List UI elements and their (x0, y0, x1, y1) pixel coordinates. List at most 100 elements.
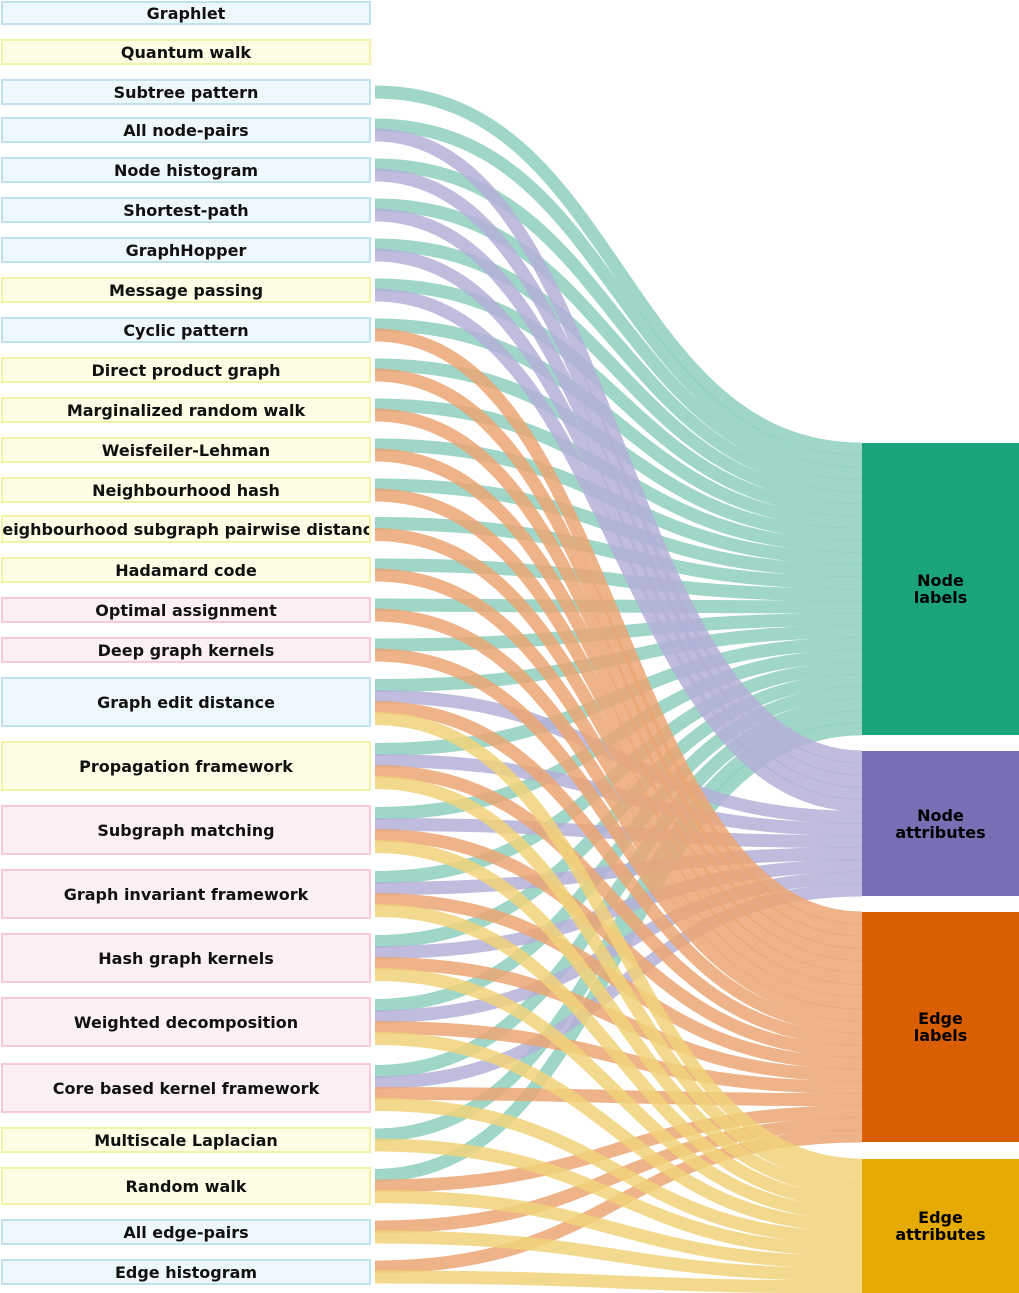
flow-neighbourhood-subgraph-pairwise-distance-to-el (374, 528, 863, 986)
flow-multiscale-laplacian-to-ea (374, 1138, 863, 1257)
flow-shortest-path-to-nl (374, 198, 863, 493)
kernel-graph-edit-distance: Graph edit distance (1, 677, 371, 727)
flow-graph-edit-distance-to-el (374, 701, 863, 1034)
kernel-weighted-decomposition: Weighted decomposition (1, 997, 371, 1047)
kernel-hadamard-code: Hadamard code (1, 557, 371, 583)
flow-deep-graph-kernels-to-el (374, 648, 863, 1022)
kernel-label: Edge histogram (114, 1262, 258, 1282)
flow-graph-edit-distance-to-ea (374, 712, 863, 1172)
kernel-node-histogram: Node histogram (1, 157, 371, 183)
flow-all-node-pairs-to-nl (374, 118, 863, 468)
kernel-label: Random walk (125, 1176, 247, 1196)
kernel-label: Shortest-path (123, 200, 249, 220)
flow-all-node-pairs-to-na (374, 128, 863, 764)
kernel-message-passing: Message passing (1, 277, 371, 303)
kernel-random-walk: Random walk (1, 1167, 371, 1205)
flow-weisfeiler-lehman-to-el (374, 448, 863, 961)
flow-message-passing-to-na (374, 288, 863, 812)
kernel-hash-graph-kernels: Hash graph kernels (1, 933, 371, 983)
flow-optimal-assignment-to-el (374, 608, 863, 1010)
kernel-label: Neighbourhood hash (92, 480, 280, 500)
kernel-subgraph-matching: Subgraph matching (1, 805, 371, 855)
kernel-edge-histogram: Edge histogram (1, 1259, 371, 1285)
flow-direct-product-graph-to-el (374, 368, 863, 937)
flow-marginalized-random-walk-to-el (374, 408, 863, 949)
kernel-all-node-pairs: All node-pairs (1, 117, 371, 143)
property-label: Edge labels (913, 1009, 968, 1045)
flow-hash-graph-kernels-to-ea (374, 968, 863, 1221)
kernel-multiscale-laplacian: Multiscale Laplacian (1, 1127, 371, 1153)
kernel-shortest-path: Shortest-path (1, 197, 371, 223)
kernel-label: Marginalized random walk (66, 400, 306, 420)
flow-node-histogram-to-na (374, 168, 863, 776)
kernel-graphhopper: GraphHopper (1, 237, 371, 263)
kernel-label: Subgraph matching (97, 820, 275, 840)
flow-hadamard-code-to-nl (374, 558, 863, 602)
property-label: Node labels (913, 571, 968, 607)
kernel-propagation-framework: Propagation framework (1, 741, 371, 791)
kernel-label: Hadamard code (115, 560, 257, 580)
flow-weighted-decomposition-to-ea (374, 1032, 863, 1233)
kernel-deep-graph-kernels: Deep graph kernels (1, 637, 371, 663)
kernel-label: Message passing (108, 280, 264, 300)
kernel-label: GraphHopper (125, 240, 247, 260)
kernel-label: Deep graph kernels (97, 640, 275, 660)
flow-subtree-pattern-to-nl (374, 85, 863, 456)
kernel-graph-invariant-framework: Graph invariant framework (1, 869, 371, 919)
property-el: Edge labels (862, 912, 1019, 1142)
kernel-label: Graph invariant framework (63, 884, 309, 904)
kernel-weisfeiler-lehman: Weisfeiler-Lehman (1, 437, 371, 463)
kernel-subtree-pattern: Subtree pattern (1, 79, 371, 105)
kernel-label: Core based kernel framework (52, 1078, 320, 1098)
flow-graphhopper-to-na (374, 248, 863, 800)
kernel-marginalized-random-walk: Marginalized random walk (1, 397, 371, 423)
kernel-label: Subtree pattern (113, 82, 259, 102)
property-label: Node attributes (895, 805, 986, 842)
flow-edge-histogram-to-ea (374, 1270, 863, 1293)
kernel-all-edge-pairs: All edge-pairs (1, 1219, 371, 1245)
property-ea: Edge attributes (862, 1159, 1019, 1293)
kernel-label: All node-pairs (123, 120, 249, 140)
flow-core-based-kernel-framework-to-ea (374, 1098, 863, 1245)
kernel-label: Multiscale Laplacian (94, 1130, 278, 1150)
flow-cyclic-pattern-to-el (374, 328, 863, 925)
kernel-quantum-walk: Quantum walk (1, 39, 371, 65)
kernel-neighbourhood-subgraph-pairwise-distance: Neighbourhood subgraph pairwise distance (1, 515, 371, 543)
flow-optimal-assignment-to-nl (374, 598, 863, 614)
kernel-label: Neighbourhood subgraph pairwise distance (1, 519, 371, 539)
kernel-optimal-assignment: Optimal assignment (1, 597, 371, 623)
flow-propagation-framework-to-el (374, 765, 863, 1046)
property-na: Node attributes (862, 751, 1019, 896)
flow-shortest-path-to-na (374, 208, 863, 788)
flow-propagation-framework-to-ea (374, 776, 863, 1184)
flow-random-walk-to-el (374, 1105, 863, 1193)
flow-neighbourhood-hash-to-el (374, 488, 863, 973)
kernel-cyclic-pattern: Cyclic pattern (1, 317, 371, 343)
property-label: Edge attributes (895, 1208, 986, 1244)
kernel-label: Weisfeiler-Lehman (101, 440, 271, 460)
kernel-label: Node histogram (113, 160, 259, 180)
kernel-label: Graph edit distance (97, 692, 275, 712)
flow-cyclic-pattern-to-nl (374, 318, 863, 529)
flow-hadamard-code-to-el (374, 568, 863, 998)
kernel-label: Optimal assignment (95, 600, 277, 620)
flow-graph-invariant-framework-to-ea (374, 904, 863, 1209)
kernel-neighbourhood-hash: Neighbourhood hash (1, 477, 371, 503)
flow-message-passing-to-nl (374, 278, 863, 517)
kernel-label: Hash graph kernels (98, 948, 274, 968)
kernel-label: All edge-pairs (123, 1222, 249, 1242)
kernel-core-based-kernel-framework: Core based kernel framework (1, 1063, 371, 1113)
property-nl: Node labels (862, 443, 1019, 735)
kernel-label: Direct product graph (91, 360, 281, 380)
kernel-label: Quantum walk (120, 42, 252, 62)
flow-graphhopper-to-nl (374, 238, 863, 505)
flow-node-histogram-to-nl (374, 158, 863, 480)
kernel-label: Weighted decomposition (73, 1012, 299, 1032)
kernel-label: Cyclic pattern (123, 320, 249, 340)
flow-all-edge-pairs-to-ea (374, 1230, 863, 1282)
kernel-graphlet: Graphlet (1, 1, 371, 25)
flow-subgraph-matching-to-ea (374, 840, 863, 1196)
flow-random-walk-to-ea (374, 1190, 863, 1270)
